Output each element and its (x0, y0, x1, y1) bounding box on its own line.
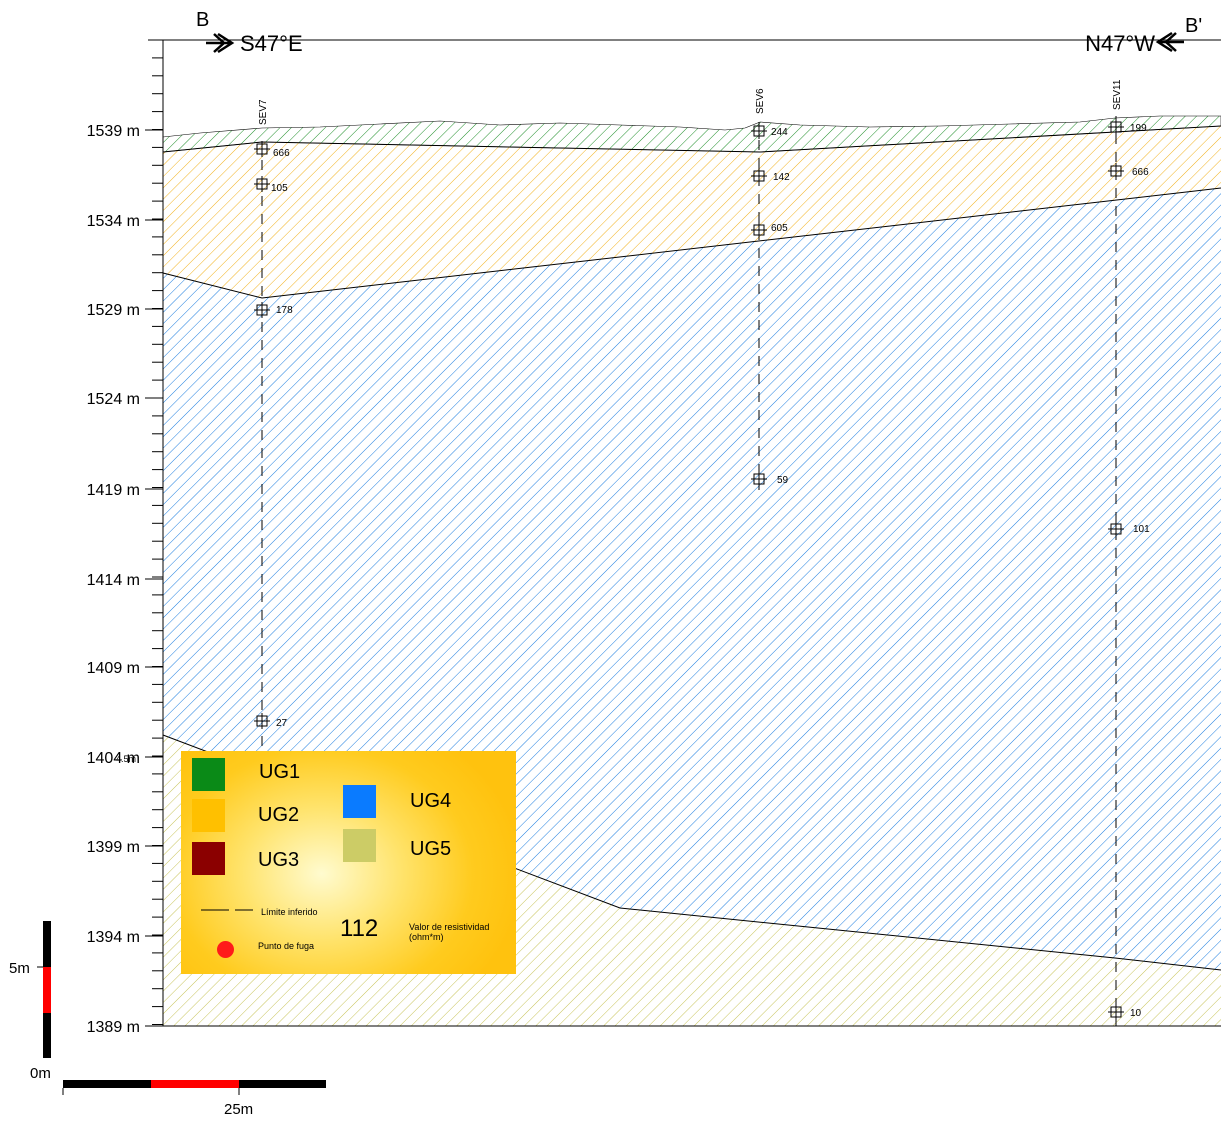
section-end-direction: N47°W (1085, 31, 1155, 56)
horizontal-scale-accent (151, 1080, 239, 1088)
elevation-label: 1539 m (87, 123, 140, 140)
elevation-label: 1524 m (87, 391, 140, 408)
section-end-label: B' (1185, 15, 1202, 37)
legend-leak-point-label: Punto de fuga (258, 941, 315, 951)
legend-inferred-limit-label: Límite inferido (261, 907, 318, 917)
reading-marker-icon (1108, 119, 1124, 135)
elevation-label: 1399 m (87, 839, 140, 856)
legend-resistivity-unit: (ohm*m) (409, 932, 444, 942)
elevation-label: 1414 m (87, 572, 140, 589)
elevation-label: 1389 m (87, 1019, 140, 1036)
legend-swatch-ug1 (192, 758, 225, 791)
section-start-label: B (196, 9, 209, 31)
resistivity-reading: 666 (273, 148, 290, 159)
sounding-name: SEV7 (258, 99, 269, 125)
legend-swatch-ug4 (343, 785, 376, 818)
elevation-label: 1394 m (87, 929, 140, 946)
horizontal-scale-bar: 25m (62, 1080, 326, 1118)
sounding-name: SEV6 (755, 88, 766, 114)
resistivity-reading: 27 (276, 718, 288, 729)
legend-label-ug3: UG3 (258, 849, 300, 871)
contact-ug2-ug4 (162, 187, 1221, 299)
section-end-arrow-icon (1155, 31, 1184, 53)
resistivity-reading: 666 (1132, 167, 1149, 178)
legend-label-ug4: UG4 (410, 790, 452, 812)
sounding-sev11: SEV11 199 666 101 10 (1108, 79, 1150, 1026)
legend-label-ug1: UG1 (259, 761, 301, 783)
elevation-label: 1409 m (87, 660, 140, 677)
vertical-scale-accent (43, 967, 51, 1013)
elevation-label: 1534 m (87, 213, 140, 230)
contact-ug1-ug2 (162, 125, 1221, 153)
section-start-direction: S47°E (240, 31, 303, 56)
resistivity-reading: 105 (271, 183, 288, 194)
reading-marker-icon (254, 713, 270, 729)
sounding-sev6: SEV6 244 142 605 59 (751, 88, 790, 490)
reading-marker-icon (254, 141, 270, 157)
legend-swatch-ug5 (343, 829, 376, 862)
legend-label-ug2: UG2 (258, 804, 300, 826)
unit-ug2-area (163, 126, 1221, 298)
inferred-limit-line-icon (201, 909, 253, 911)
elevation-minor-ticks (152, 39, 163, 1025)
reading-marker-icon (751, 471, 767, 487)
sounding-sev7: SEV7 666 105 178 27 (254, 99, 293, 746)
horizontal-scale-label: 25m (224, 1101, 253, 1118)
sounding-name: SEV11 (1112, 79, 1123, 110)
elevation-label: 1404 m (87, 750, 140, 767)
resistivity-reading: 10 (1130, 1008, 1142, 1019)
reading-marker-icon (1108, 1004, 1124, 1020)
elevation-label: 1419 m (87, 482, 140, 499)
scale-origin-label: 0m (30, 1065, 51, 1082)
legend-resistivity-example: 112 (340, 915, 379, 942)
vertical-scale-bar: 5m 0m (9, 921, 51, 1082)
legend: UG1 UG2 UG3 UG4 UG5 Límite inferido Punt… (181, 751, 516, 974)
reading-marker-icon (751, 123, 767, 139)
reading-marker-icon (751, 222, 767, 238)
reading-marker-icon (1108, 521, 1124, 537)
overlapping-elevation-text: 4.5m (116, 754, 136, 764)
resistivity-reading: 605 (771, 223, 788, 234)
reading-marker-icon (254, 176, 270, 192)
legend-swatch-ug3 (192, 842, 225, 875)
legend-label-ug5: UG5 (410, 838, 452, 860)
resistivity-reading: 244 (771, 127, 788, 138)
section-start-arrow-icon (206, 32, 235, 54)
elevation-label: 1529 m (87, 302, 140, 319)
resistivity-reading: 101 (1133, 524, 1150, 535)
resistivity-reading: 199 (1130, 123, 1147, 134)
reading-marker-icon (1108, 163, 1124, 179)
leak-point-icon (217, 941, 234, 958)
resistivity-reading: 142 (773, 172, 790, 183)
resistivity-reading: 178 (276, 305, 293, 316)
legend-swatch-ug2 (192, 799, 225, 832)
vertical-scale-label: 5m (9, 960, 30, 977)
reading-marker-icon (751, 168, 767, 184)
elevation-major-ticks (145, 129, 163, 1027)
unit-ug1-area (162, 115, 1221, 153)
reading-marker-icon (254, 302, 270, 318)
resistivity-reading: 59 (777, 475, 789, 486)
legend-resistivity-label: Valor de resistividad (409, 922, 490, 932)
